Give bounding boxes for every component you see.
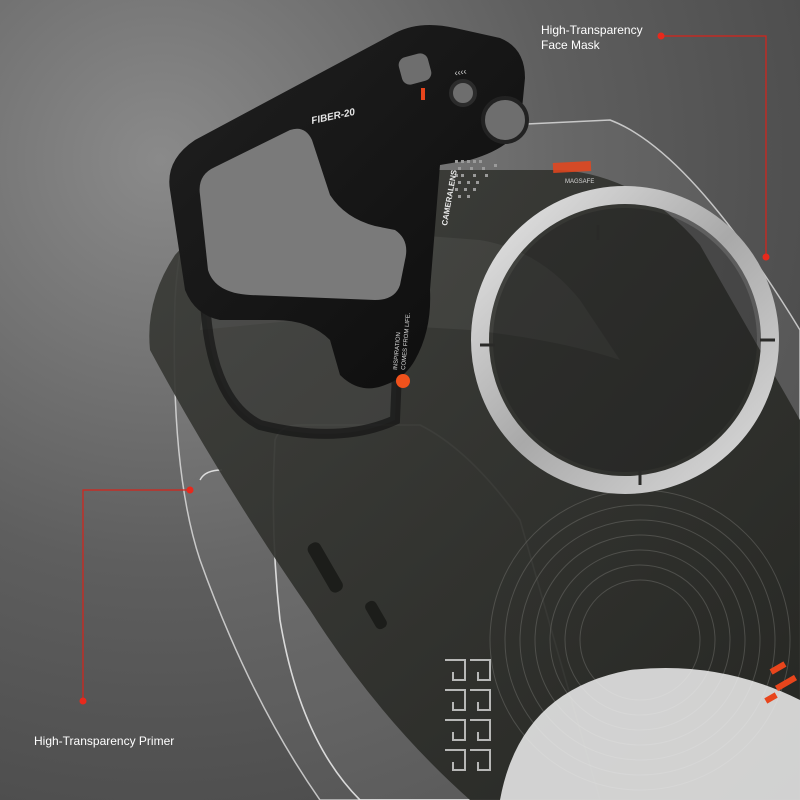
- callout-line-primer: [82, 489, 190, 701]
- orange-brand-mark: [764, 661, 798, 704]
- lens-slogan-line1: INSPIRATION: [393, 332, 402, 370]
- callout-face-mask-line2: Face Mask: [541, 38, 600, 52]
- magsafe-label: MAGSAFE: [552, 161, 594, 185]
- callout-dot-primer-top: [186, 486, 194, 494]
- lens-chevrons: ‹‹‹‹: [454, 66, 468, 78]
- magsafe-white-disc: [500, 668, 800, 800]
- lens-cutout-round: [481, 96, 529, 144]
- greek-key-pattern: [445, 659, 491, 771]
- lens-orange-tick: [421, 88, 425, 100]
- camera-lens-cover: ‹‹‹‹ FIBER-20 CAMERALENS INSPIRATION COM…: [169, 24, 529, 389]
- volume-button: [307, 542, 343, 593]
- side-button: [365, 600, 387, 630]
- lens-cutout-small: [449, 79, 477, 107]
- lens-cutout-flash: [398, 53, 432, 85]
- lens-cutout-main: [199, 128, 407, 300]
- lens-accent-dot: [396, 374, 410, 388]
- callout-line-face-mask: [661, 35, 767, 257]
- lens-dot-pattern: [455, 160, 497, 198]
- callout-label-face-mask: High-Transparency Face Mask: [541, 23, 643, 53]
- callout-dot-primer-bottom: [79, 697, 87, 705]
- callout-dot-face-mask-bottom: [762, 253, 770, 261]
- magsafe-text: MAGSAFE: [565, 179, 594, 185]
- callout-dot-face-mask-top: [657, 32, 665, 40]
- magsafe-ring: [471, 186, 779, 494]
- callout-face-mask-line1: High-Transparency: [541, 23, 643, 37]
- lens-slogan-line2: COMES FROM LIFE.: [401, 312, 412, 370]
- callout-label-primer: High-Transparency Primer: [34, 734, 175, 748]
